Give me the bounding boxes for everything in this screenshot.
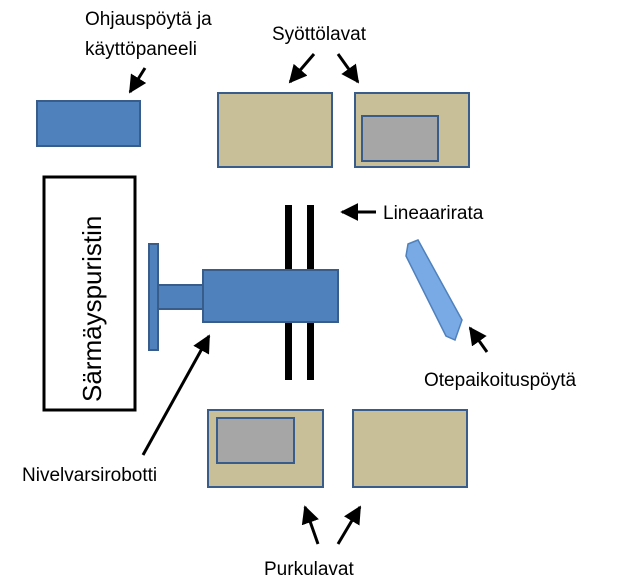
linear-track-label: Lineaarirata xyxy=(383,203,484,224)
feed-pallets-arrow-right xyxy=(336,53,360,84)
robot-gripper-plate xyxy=(148,243,159,351)
unload-pallets-arrow-right xyxy=(336,505,362,545)
unload-pallet-sheet xyxy=(216,417,295,464)
robot-label: Nivelvarsirobotti xyxy=(22,465,157,486)
robot-arm xyxy=(157,284,205,310)
control-panel-label-line1: Ohjauspöytä ja xyxy=(85,9,212,30)
robot-arrow xyxy=(141,334,211,456)
control-panel-label-line2: käyttöpaneeli xyxy=(85,39,197,60)
feed-pallets-label: Syöttölavat xyxy=(272,24,367,45)
control-panel-arrow xyxy=(128,67,147,94)
gripping-table-label: Otepaikoituspöytä xyxy=(424,370,577,391)
feed-pallet-sheet xyxy=(361,115,439,162)
unload-pallets-arrow-left xyxy=(301,505,320,545)
gripping-table-arrow xyxy=(468,326,489,353)
feed-pallet-left xyxy=(217,92,333,168)
gripping-table xyxy=(405,239,463,342)
unload-pallets-label: Purkulavat xyxy=(264,559,354,580)
unload-pallet-right xyxy=(352,409,468,488)
control-panel xyxy=(36,100,141,147)
feed-pallets-arrow-left xyxy=(288,53,316,84)
press-brake xyxy=(42,175,137,412)
press-brake-label: Särmäyspuristin xyxy=(77,216,107,402)
robot-body xyxy=(202,269,339,323)
